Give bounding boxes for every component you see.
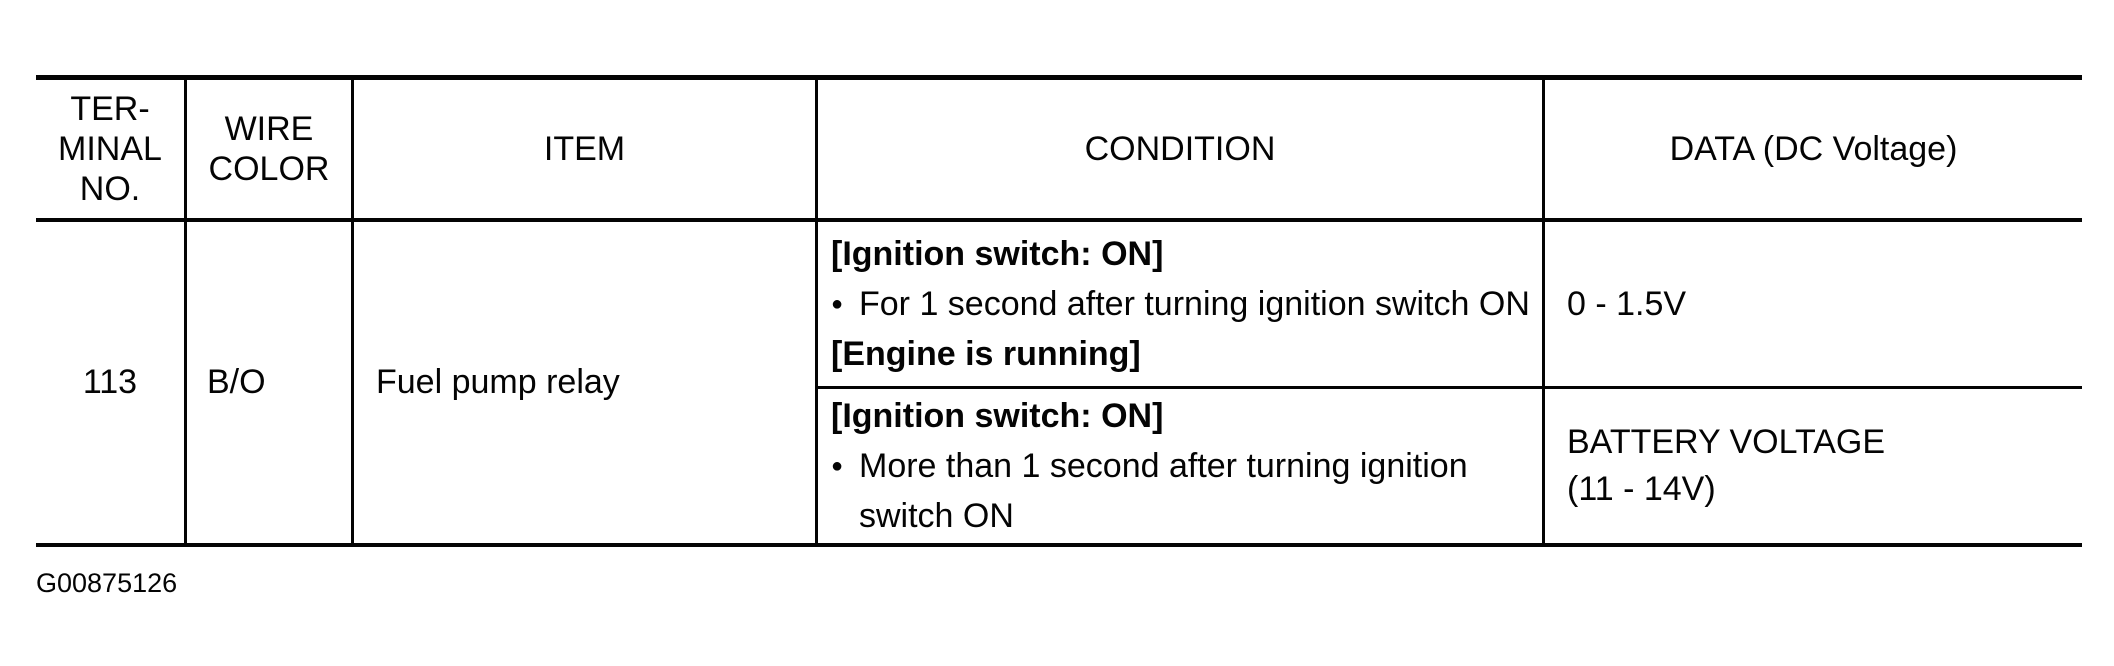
- column-divider-condition-data: [1542, 75, 1545, 547]
- header-item: ITEM: [354, 80, 815, 218]
- cell-condition-2: [Ignition switch: ON] ● More than 1 seco…: [818, 389, 1542, 543]
- table-border-top: [36, 75, 2082, 80]
- condition-bullet-line: ● For 1 second after turning ignition sw…: [831, 279, 1534, 329]
- column-divider-wire-item: [351, 75, 354, 547]
- cell-wire-color: B/O: [187, 222, 351, 543]
- column-divider-item-condition: [815, 75, 818, 547]
- cell-data-1: 0 - 1.5V: [1545, 222, 2082, 386]
- wire-color-value: B/O: [207, 363, 266, 401]
- header-condition-label: CONDITION: [1084, 129, 1276, 168]
- header-terminal-no-label: TER- MINAL NO.: [58, 90, 162, 208]
- bullet-icon: ●: [831, 455, 844, 477]
- cell-data-2: BATTERY VOLTAGE (11 - 14V): [1545, 389, 2082, 543]
- figure-id: G00875126: [36, 568, 178, 598]
- condition-state-line: [Engine is running]: [831, 335, 1141, 373]
- cell-terminal-no: 113: [36, 222, 184, 543]
- cell-condition-1: [Ignition switch: ON] ● For 1 second aft…: [818, 222, 1542, 386]
- condition-bullet-text: For 1 second after turning ignition swit…: [859, 285, 1530, 323]
- table-header-divider: [36, 218, 2082, 222]
- bullet-icon: ●: [831, 293, 844, 315]
- table-subrow-divider: [815, 386, 2082, 389]
- condition-state-line: [Ignition switch: ON]: [831, 397, 1164, 435]
- header-wire-color-label: WIRE COLOR: [208, 110, 330, 188]
- header-terminal-no: TER- MINAL NO.: [36, 80, 184, 218]
- header-condition: CONDITION: [818, 80, 1542, 218]
- condition-bullet-text: More than 1 second after turning ignitio…: [859, 447, 1468, 535]
- column-divider-terminal-wire: [184, 75, 187, 547]
- header-wire-color: WIRE COLOR: [187, 80, 351, 218]
- terminal-no-value: 113: [82, 363, 138, 401]
- header-item-label: ITEM: [543, 129, 626, 168]
- header-data: DATA (DC Voltage): [1545, 80, 2082, 218]
- item-value: Fuel pump relay: [376, 363, 620, 401]
- condition-state-line: [Ignition switch: ON]: [831, 235, 1164, 273]
- data-value-1: 0 - 1.5V: [1567, 284, 1687, 323]
- data-value-2: BATTERY VOLTAGE (11 - 14V): [1567, 423, 1886, 508]
- header-data-label: DATA (DC Voltage): [1669, 129, 1958, 168]
- condition-bullet-line: ● More than 1 second after turning ignit…: [831, 441, 1534, 541]
- cell-item: Fuel pump relay: [354, 222, 815, 543]
- table-border-bottom: [36, 543, 2082, 547]
